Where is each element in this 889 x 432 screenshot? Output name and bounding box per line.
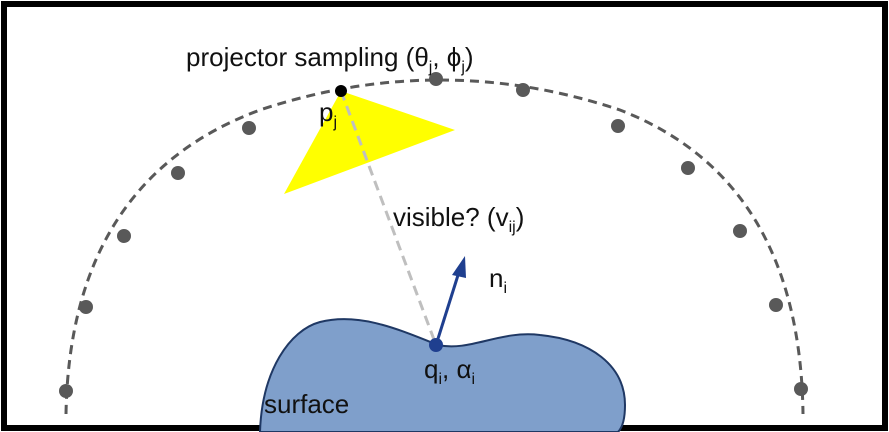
sample-dot <box>59 384 73 398</box>
sample-dot <box>242 121 256 135</box>
visibility-label: visible? (vij) <box>393 202 524 236</box>
projector-frustum <box>284 91 455 194</box>
sample-dot <box>171 166 185 180</box>
normal-arrow-shaft <box>434 271 461 346</box>
sample-dots <box>59 72 808 398</box>
sample-dot <box>681 161 695 175</box>
sample-dot <box>79 300 93 314</box>
projector-sampling-label: projector sampling (θj, ϕj) <box>186 42 474 76</box>
normal-label: ni <box>489 263 507 297</box>
normal-arrow-head <box>452 256 466 278</box>
projector-point-p <box>335 85 347 97</box>
sample-dot <box>429 72 443 86</box>
visibility-ray <box>339 90 438 346</box>
sample-dot <box>611 119 625 133</box>
surface-shape <box>258 318 627 432</box>
projector-point-label: pj <box>319 97 337 131</box>
surface-point-label: qi, αi <box>424 354 475 388</box>
sample-dot <box>794 382 808 396</box>
surface-label: surface <box>264 389 349 419</box>
sample-dot <box>516 83 530 97</box>
sample-dot <box>769 298 783 312</box>
sample-dot <box>733 224 747 238</box>
sample-dot <box>117 229 131 243</box>
sampling-hemisphere-arc <box>64 78 805 415</box>
surface-point-q <box>429 338 443 352</box>
